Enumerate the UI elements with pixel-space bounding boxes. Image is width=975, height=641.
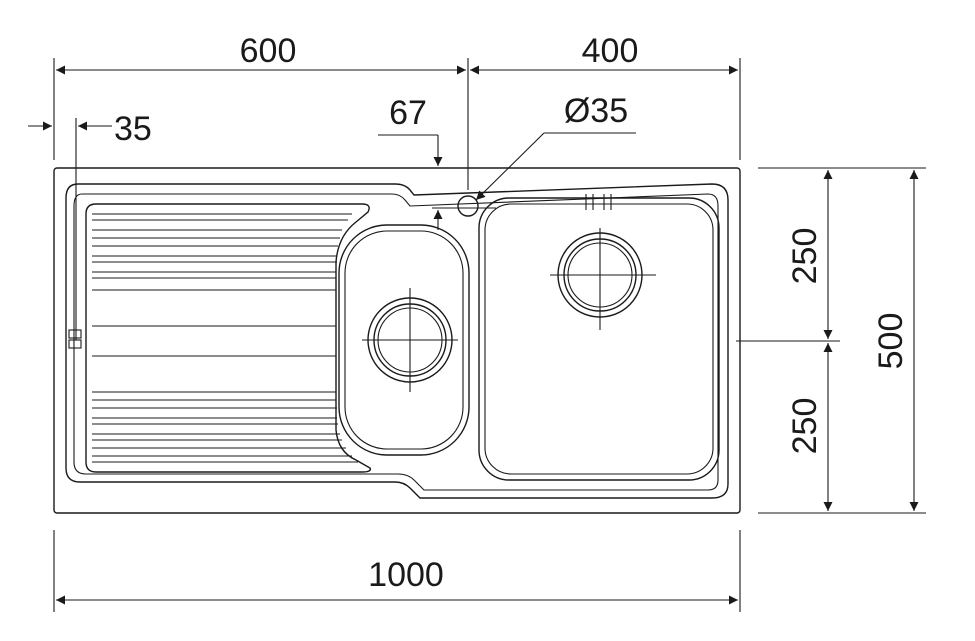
dimension-tap-hole: Ø35	[475, 92, 636, 201]
dimension-edge-offset: 35	[28, 110, 152, 340]
sink-inner-rim	[65, 183, 729, 499]
dimension-1000-label: 1000	[368, 556, 444, 594]
small-bowl-drain	[362, 288, 458, 392]
large-bowl-inner	[484, 203, 714, 475]
overflow-slot	[585, 194, 612, 210]
dimension-diameter-label: Ø35	[564, 92, 628, 130]
tap-hole	[457, 195, 479, 217]
drainer-board	[85, 203, 372, 473]
drainer-ribs	[92, 213, 358, 463]
dimension-depth: 250 250 500	[736, 167, 926, 514]
dimension-overall-width: 1000	[53, 530, 741, 612]
large-bowl	[478, 197, 720, 481]
small-bowl	[338, 224, 470, 456]
large-bowl-drain	[550, 228, 656, 330]
dimension-250-lower-label: 250	[786, 398, 824, 455]
dimension-500-label: 500	[872, 313, 910, 370]
dimension-400-label: 400	[582, 32, 639, 70]
dimension-250-upper-label: 250	[786, 228, 824, 285]
side-clip	[68, 329, 82, 349]
dimension-67-label: 67	[389, 94, 427, 132]
dimension-tap-offset: 67	[378, 94, 443, 230]
dimension-width-left: 600	[53, 32, 469, 190]
sink-inner-rim-2	[73, 193, 719, 491]
dimension-width-right: 400	[470, 32, 741, 160]
small-bowl-inner	[344, 230, 464, 450]
dimension-35-label: 35	[114, 110, 152, 148]
dimension-600-label: 600	[240, 32, 297, 70]
